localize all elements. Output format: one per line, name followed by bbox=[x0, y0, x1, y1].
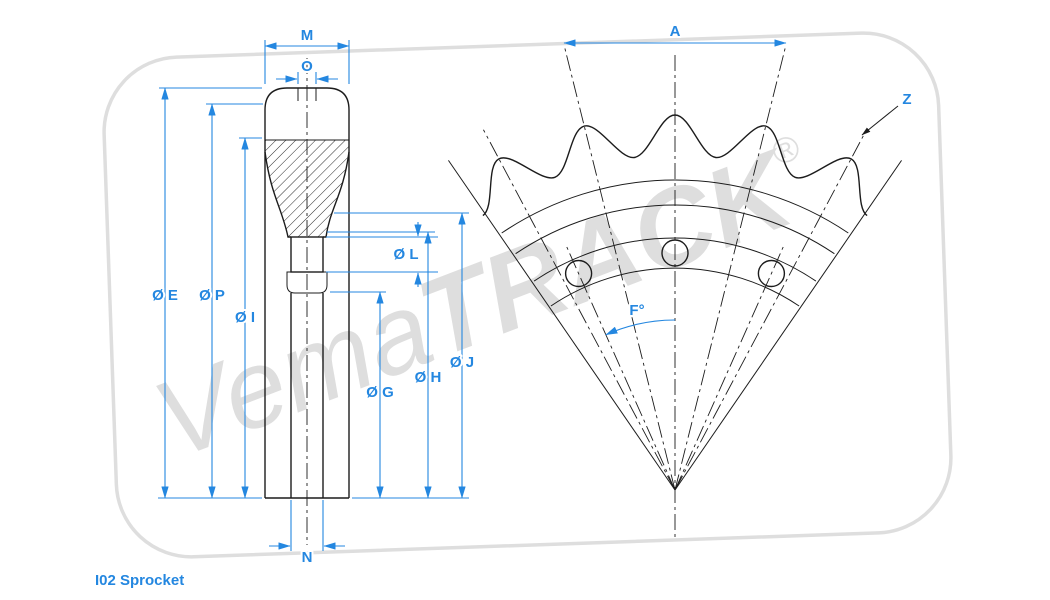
dim-label-g: Ø G bbox=[366, 384, 394, 401]
radial-centerline bbox=[483, 129, 676, 491]
hatch-counterbore-area bbox=[286, 271, 328, 294]
dim-label-h: Ø H bbox=[415, 369, 442, 386]
leader-line-z bbox=[861, 105, 899, 136]
dim-label-m: M bbox=[301, 27, 314, 44]
right-view-segment bbox=[448, 45, 902, 540]
angle-arc-f bbox=[605, 319, 676, 336]
concentric-arc bbox=[501, 179, 849, 234]
bolt-hole bbox=[757, 259, 786, 288]
watermark-border bbox=[102, 31, 953, 559]
drawing-title: I02 Sprocket bbox=[95, 572, 184, 589]
sector-edge bbox=[674, 160, 902, 491]
watermark-text: VemaTRACK® bbox=[139, 118, 832, 482]
radial-centerline bbox=[674, 129, 867, 491]
radial-centerline bbox=[563, 45, 676, 491]
dim-label-z: Z bbox=[902, 91, 911, 108]
dim-label-i: Ø I bbox=[235, 309, 255, 326]
dim-label-p: Ø P bbox=[199, 287, 225, 304]
dim-label-a: A bbox=[670, 23, 681, 40]
concentric-arc bbox=[550, 267, 800, 307]
dim-label-f: F° bbox=[629, 302, 644, 319]
left-view-section bbox=[264, 58, 350, 545]
radial-centerline bbox=[674, 45, 787, 491]
bolt-hole bbox=[661, 239, 689, 267]
dim-label-n: N bbox=[302, 549, 313, 566]
taper-curve-right bbox=[323, 151, 350, 238]
dim-label-l: Ø L bbox=[394, 246, 419, 263]
dim-label-o: O bbox=[301, 58, 313, 75]
right-view-dimensions: A Z F° bbox=[563, 21, 914, 321]
dim-label-e: Ø E bbox=[152, 287, 178, 304]
sector-edge bbox=[448, 160, 676, 491]
taper-curve-left bbox=[264, 151, 291, 238]
left-view-dimensions: M O Ø E Ø P Ø I Ø L Ø G Ø H Ø J N bbox=[150, 25, 476, 568]
bolt-hole bbox=[564, 259, 593, 288]
dim-label-j: Ø J bbox=[450, 354, 474, 371]
watermark: VemaTRACK® bbox=[102, 31, 953, 559]
bolt-hole-section bbox=[290, 236, 324, 273]
